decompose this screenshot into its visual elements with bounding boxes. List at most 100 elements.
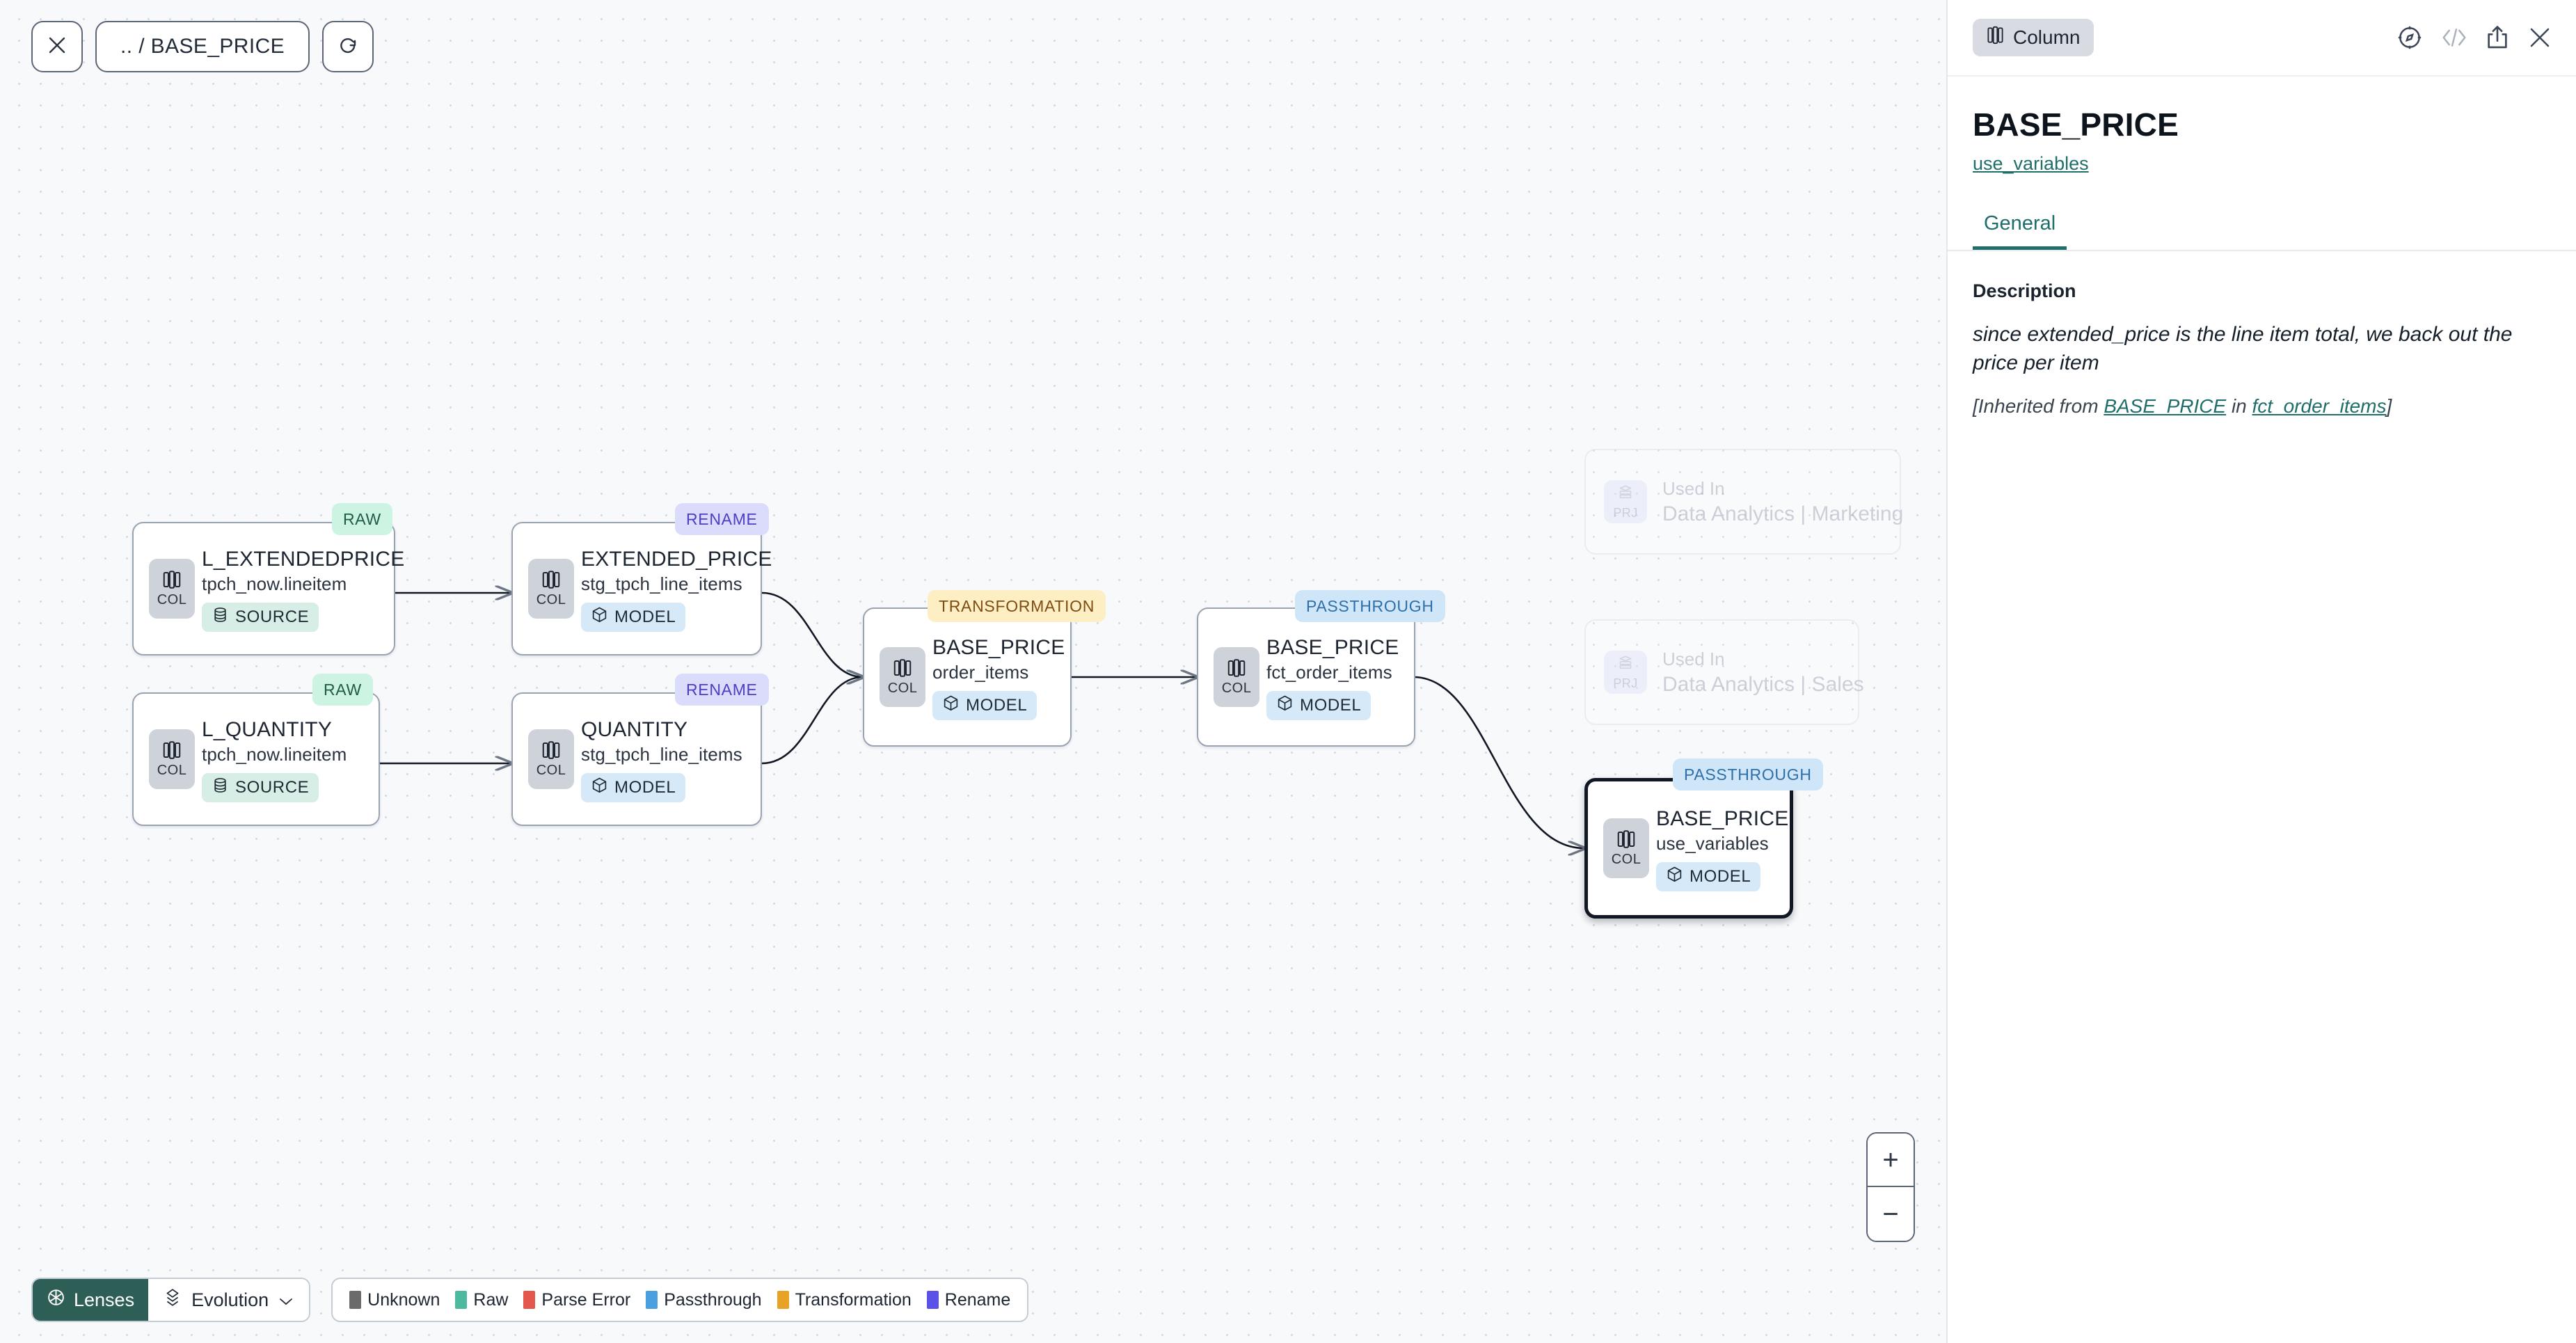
cube-icon (591, 777, 608, 799)
lenses-button[interactable]: Lenses (33, 1279, 149, 1321)
tab-general[interactable]: General (1973, 212, 2067, 250)
column-chip-label: COL (1221, 681, 1252, 696)
node-kind-badge: MODEL (1266, 690, 1372, 720)
code-icon[interactable] (2441, 26, 2467, 49)
breadcrumb[interactable]: .. / BASE_PRICE (95, 21, 310, 72)
column-chip-label: COL (1611, 852, 1641, 867)
evolution-icon (164, 1288, 182, 1312)
legend-item-raw[interactable]: Raw (455, 1290, 508, 1310)
database-icon (212, 777, 229, 799)
node-status-tag-base_price_use_variables: PASSTHROUGH (1673, 758, 1823, 790)
node-status-tag-base_price_order_items: TRANSFORMATION (928, 590, 1106, 622)
node-subtitle: stg_tpch_line_items (581, 743, 742, 765)
legend-item-unknown[interactable]: Unknown (349, 1290, 440, 1310)
zoom-out-button[interactable]: − (1868, 1187, 1914, 1241)
node-kind-label: MODEL (966, 695, 1028, 715)
node-title: BASE_PRICE (1266, 635, 1399, 659)
refresh-button[interactable] (322, 21, 374, 72)
cube-icon (942, 694, 960, 717)
description-text: since extended_price is the line item to… (1973, 320, 2536, 420)
details-panel: Column (1946, 0, 2576, 1343)
legend-item-passthrough[interactable]: Passthrough (646, 1289, 762, 1310)
lenses-label: Lenses (74, 1289, 135, 1310)
share-icon[interactable] (2486, 24, 2509, 51)
column-icon (1616, 829, 1637, 850)
node-title: EXTENDED_PRICE (581, 547, 772, 571)
entity-type-chip: Column (1973, 19, 2094, 56)
cube-icon (1666, 866, 1683, 888)
column-type-chip: COL (880, 647, 925, 707)
column-chip-label: COL (157, 592, 187, 607)
legend-swatch (523, 1291, 536, 1309)
inherited-column-link[interactable]: BASE_PRICE (2104, 395, 2227, 417)
node-kind-badge: SOURCE (202, 772, 319, 802)
evolution-label: Evolution (191, 1289, 269, 1310)
canvas-toolbar: .. / BASE_PRICE (31, 21, 374, 72)
evolution-dropdown[interactable]: Evolution (148, 1279, 310, 1321)
node-title: QUANTITY (581, 717, 688, 741)
column-icon (892, 658, 913, 678)
column-chip-label: COL (887, 681, 918, 696)
project-icon (1616, 483, 1635, 504)
parent-model-link[interactable]: use_variables (1973, 153, 2089, 174)
page-title: BASE_PRICE (1973, 106, 2179, 143)
cube-icon (1276, 694, 1294, 717)
inherited-prefix: [Inherited from (1973, 395, 2104, 417)
legend-swatch (349, 1291, 362, 1309)
node-kind-label: MODEL (1300, 695, 1362, 715)
zoom-in-button[interactable]: + (1868, 1134, 1914, 1187)
panel-header-actions (2396, 24, 2552, 51)
project-icon (1616, 653, 1635, 675)
bottom-toolbar: Lenses Evolution (31, 1278, 1029, 1322)
ghost-project-name: Data Analytics | Marketing (1662, 502, 1904, 525)
refresh-icon (337, 35, 358, 59)
legend-item-transformation[interactable]: Transformation (777, 1290, 912, 1310)
node-kind-badge: MODEL (932, 690, 1037, 720)
chevron-down-icon (278, 1289, 294, 1311)
close-graph-button[interactable] (31, 21, 83, 72)
legend-item-parse-error[interactable]: Parse Error (523, 1290, 630, 1310)
ghost-used-in-label: Used In (1662, 648, 1725, 669)
compass-icon[interactable] (2396, 24, 2423, 51)
legend-label: Transformation (795, 1289, 912, 1310)
node-kind-label: SOURCE (235, 607, 310, 626)
legend-swatch (926, 1291, 939, 1309)
node-kind-badge: MODEL (581, 602, 686, 632)
zoom-controls[interactable]: + − (1866, 1132, 1915, 1242)
inherited-model-link[interactable]: fct_order_items (2252, 395, 2387, 417)
legend-swatch (455, 1291, 468, 1309)
node-subtitle: use_variables (1656, 832, 1769, 854)
description-section: Description since extended_price is the … (1948, 251, 2576, 420)
close-icon (47, 35, 67, 59)
lenses-group: Lenses Evolution (31, 1278, 311, 1322)
legend-label: Passthrough (664, 1289, 762, 1310)
breadcrumb-label: .. / BASE_PRICE (120, 35, 285, 58)
node-status-tag-base_price_fct_order_items: PASSTHROUGH (1295, 590, 1445, 622)
close-panel-icon[interactable] (2527, 25, 2552, 50)
column-icon (161, 569, 182, 590)
database-icon (212, 606, 229, 628)
legend-item-rename[interactable]: Rename (926, 1290, 1010, 1310)
column-chip-label: COL (157, 763, 187, 778)
description-body: since extended_price is the line item to… (1973, 323, 2513, 375)
node-title: L_QUANTITY (202, 717, 333, 741)
legend-swatch (646, 1291, 658, 1309)
project-chip-label: PRJ (1613, 506, 1638, 520)
